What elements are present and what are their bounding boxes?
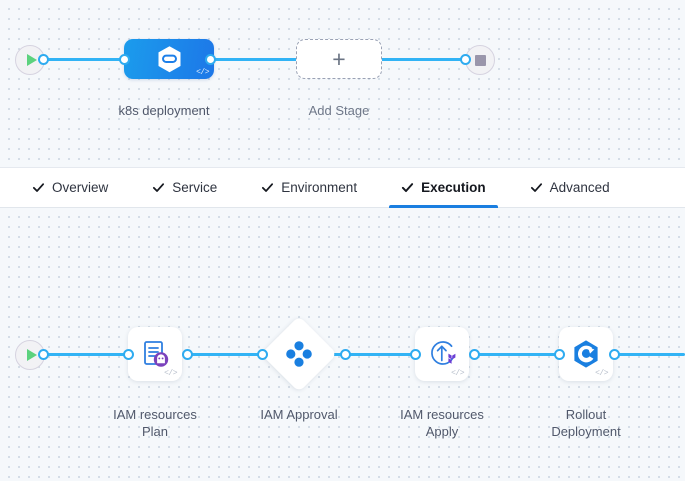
add-stage-button[interactable]: + [296, 39, 382, 79]
play-icon [26, 349, 37, 361]
connector-dot-approval-out[interactable] [340, 349, 351, 360]
tab-service[interactable]: Service [130, 168, 239, 207]
plus-icon: + [332, 45, 346, 72]
wire-plan-to-approval [187, 353, 279, 356]
check-icon [153, 183, 165, 192]
connector-dot-plan-out[interactable] [182, 349, 193, 360]
play-icon [26, 54, 37, 66]
step-code-tag: </> [595, 369, 608, 378]
connector-dot-exec-start-out[interactable] [38, 349, 49, 360]
approval-icon [286, 341, 312, 367]
check-icon [32, 183, 45, 192]
add-stage-label: Add Stage [308, 103, 370, 118]
wire-approval-to-apply [325, 353, 419, 356]
connector-dot-plan-in[interactable] [123, 349, 134, 360]
step-code-tag: </> [164, 369, 177, 378]
check-icon [401, 183, 414, 193]
connector-dot-approval-in[interactable] [257, 349, 268, 360]
terraform-plan-icon [144, 341, 169, 367]
connector-dot-rollout-in[interactable] [554, 349, 565, 360]
check-icon [262, 183, 274, 192]
check-icon [530, 183, 542, 192]
stage-canvas[interactable]: </> k8s deployment + Add Stage [0, 0, 685, 167]
step-label-iam-resources-plan: IAM resources Plan [113, 407, 197, 439]
connector-dot-rollout-out[interactable] [609, 349, 620, 360]
step-node-iam-resources-apply[interactable]: </> [415, 327, 469, 381]
tab-label-advanced: Advanced [549, 180, 610, 195]
step-node-iam-resources-plan[interactable]: </> [128, 327, 182, 381]
approval-icon-wrap [272, 327, 326, 381]
stop-icon [474, 54, 486, 66]
wire-stage-to-add [210, 58, 302, 61]
terraform-apply-icon [431, 341, 456, 365]
tab-label-service: Service [172, 180, 218, 195]
connector-dot-apply-out[interactable] [469, 349, 480, 360]
tab-overview[interactable]: Overview [10, 168, 130, 207]
connector-dot-end-in[interactable] [460, 54, 471, 65]
rollout-hexagon-icon [574, 340, 598, 368]
stage-config-tabs[interactable]: Overview Service Environment Execution A [0, 167, 685, 208]
connector-dot-stage-out[interactable] [205, 54, 216, 65]
tab-label-execution: Execution [421, 180, 486, 195]
stage-code-tag: </> [196, 68, 209, 77]
wire-add-to-end [378, 58, 472, 61]
tab-label-overview: Overview [52, 180, 109, 195]
tab-environment[interactable]: Environment [239, 168, 379, 207]
connector-dot-stage-in[interactable] [119, 54, 130, 65]
wire-rollout-onward [614, 353, 685, 356]
step-node-rollout-deployment[interactable]: </> [559, 327, 613, 381]
execution-canvas[interactable]: </> IAM resources Plan IAM Approval [0, 208, 685, 481]
tab-execution[interactable]: Execution [379, 168, 508, 208]
stage-label-k8s-deployment: k8s deployment [118, 103, 210, 118]
stage-node-k8s-deployment[interactable]: </> [124, 39, 214, 79]
connector-dot-start-out[interactable] [38, 54, 49, 65]
step-label-rollout-deployment: Rollout Deployment [551, 407, 621, 439]
helm-hexagon-icon [158, 45, 180, 72]
wire-start-to-plan [40, 353, 133, 356]
wire-start-to-stage [40, 58, 130, 61]
step-code-tag: </> [451, 369, 464, 378]
step-label-iam-resources-apply: IAM resources Apply [400, 407, 484, 439]
step-label-iam-approval: IAM Approval [260, 407, 338, 422]
tab-advanced[interactable]: Advanced [508, 168, 632, 207]
tab-label-environment: Environment [281, 180, 358, 195]
wire-apply-to-rollout [470, 353, 565, 356]
connector-dot-apply-in[interactable] [410, 349, 421, 360]
